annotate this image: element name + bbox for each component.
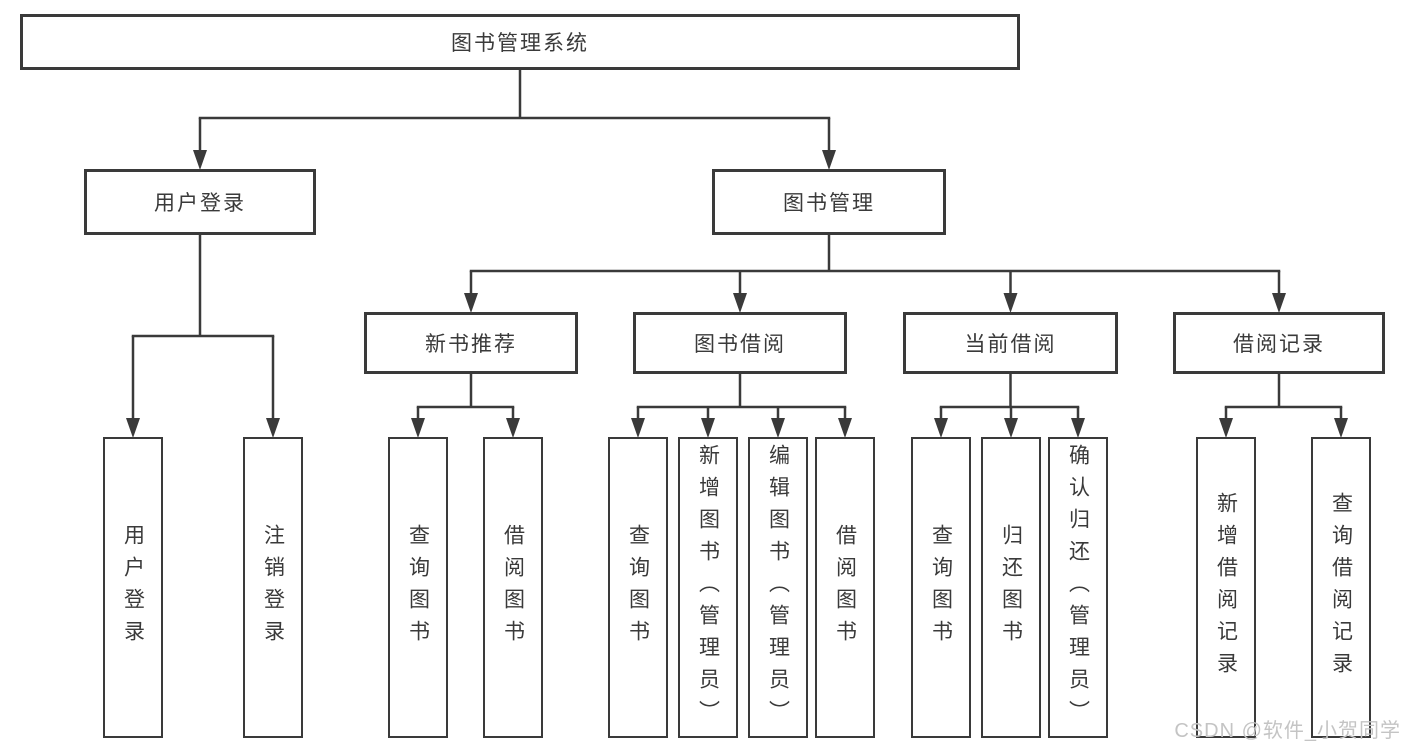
node-label: 当前借阅 <box>964 333 1057 356</box>
node-label: 确认归还（管理员） <box>1066 443 1090 732</box>
node-label: 查询借阅记录 <box>1329 491 1353 684</box>
node-label: 借阅图书 <box>833 523 857 652</box>
arrow-down-icon <box>126 418 140 438</box>
node-label: 借阅记录 <box>1233 333 1325 356</box>
arrow-down-icon <box>1334 418 1348 438</box>
arrow-down-icon <box>193 150 207 170</box>
arrow-down-icon <box>411 418 425 438</box>
box-confirm-return-admin: 确认归还（管理员） <box>1048 437 1108 738</box>
node-label: 用户登录 <box>121 523 145 652</box>
box-query-books-current: 查询图书 <box>911 437 971 738</box>
box-system: 图书管理系统 <box>20 14 1020 70</box>
node-label: 新增借阅记录 <box>1214 491 1238 684</box>
arrow-down-icon <box>1003 293 1018 313</box>
box-borrow-records: 借阅记录 <box>1173 312 1385 374</box>
arrow-down-icon <box>1004 418 1018 438</box>
arrow-down-icon <box>771 418 785 438</box>
box-return-books: 归还图书 <box>981 437 1041 738</box>
arrow-down-icon <box>266 418 280 438</box>
node-label: 注销登录 <box>261 523 285 652</box>
node-label: 图书借阅 <box>694 333 786 356</box>
node-label: 查询图书 <box>626 523 650 652</box>
box-logout: 注销登录 <box>243 437 303 738</box>
node-label: 新书推荐 <box>425 333 517 356</box>
arrow-down-icon <box>1219 418 1233 438</box>
box-user-login: 用户登录 <box>103 437 163 738</box>
node-label: 归还图书 <box>999 523 1023 652</box>
box-query-borrow-record: 查询借阅记录 <box>1311 437 1371 738</box>
watermark: CSDN @软件_小贺同学 <box>1174 720 1401 742</box>
box-query-books-borrow: 查询图书 <box>608 437 668 738</box>
box-edit-books-admin: 编辑图书（管理员） <box>748 437 808 738</box>
node-label: 查询图书 <box>406 523 430 652</box>
node-label: 编辑图书（管理员） <box>766 443 790 732</box>
arrow-down-icon <box>1071 418 1085 438</box>
arrow-down-icon <box>701 418 715 438</box>
arrow-down-icon <box>934 418 948 438</box>
node-label: 借阅图书 <box>501 523 525 652</box>
box-book-mgmt: 图书管理 <box>712 169 946 235</box>
box-user-login-group: 用户登录 <box>84 169 316 235</box>
arrow-down-icon <box>631 418 645 438</box>
arrow-down-icon <box>822 150 836 170</box>
box-query-books-new: 查询图书 <box>388 437 448 738</box>
node-label: 查询图书 <box>929 523 953 652</box>
box-borrow-books-new: 借阅图书 <box>483 437 543 738</box>
arrow-down-icon <box>506 418 520 438</box>
arrow-down-icon <box>464 293 478 313</box>
box-book-borrow: 图书借阅 <box>633 312 847 374</box>
box-current-borrow: 当前借阅 <box>903 312 1118 374</box>
node-label: 新增图书（管理员） <box>696 443 720 732</box>
arrow-down-icon <box>1272 293 1286 313</box>
box-borrow-books: 借阅图书 <box>815 437 875 738</box>
node-label: 图书管理系统 <box>451 32 589 55</box>
box-add-books-admin: 新增图书（管理员） <box>678 437 738 738</box>
node-label: 用户登录 <box>154 192 246 215</box>
node-label: 图书管理 <box>783 192 875 215</box>
arrow-down-icon <box>733 293 747 313</box>
box-new-book-rec: 新书推荐 <box>364 312 578 374</box>
arrow-down-icon <box>838 418 852 438</box>
box-add-borrow-record: 新增借阅记录 <box>1196 437 1256 738</box>
